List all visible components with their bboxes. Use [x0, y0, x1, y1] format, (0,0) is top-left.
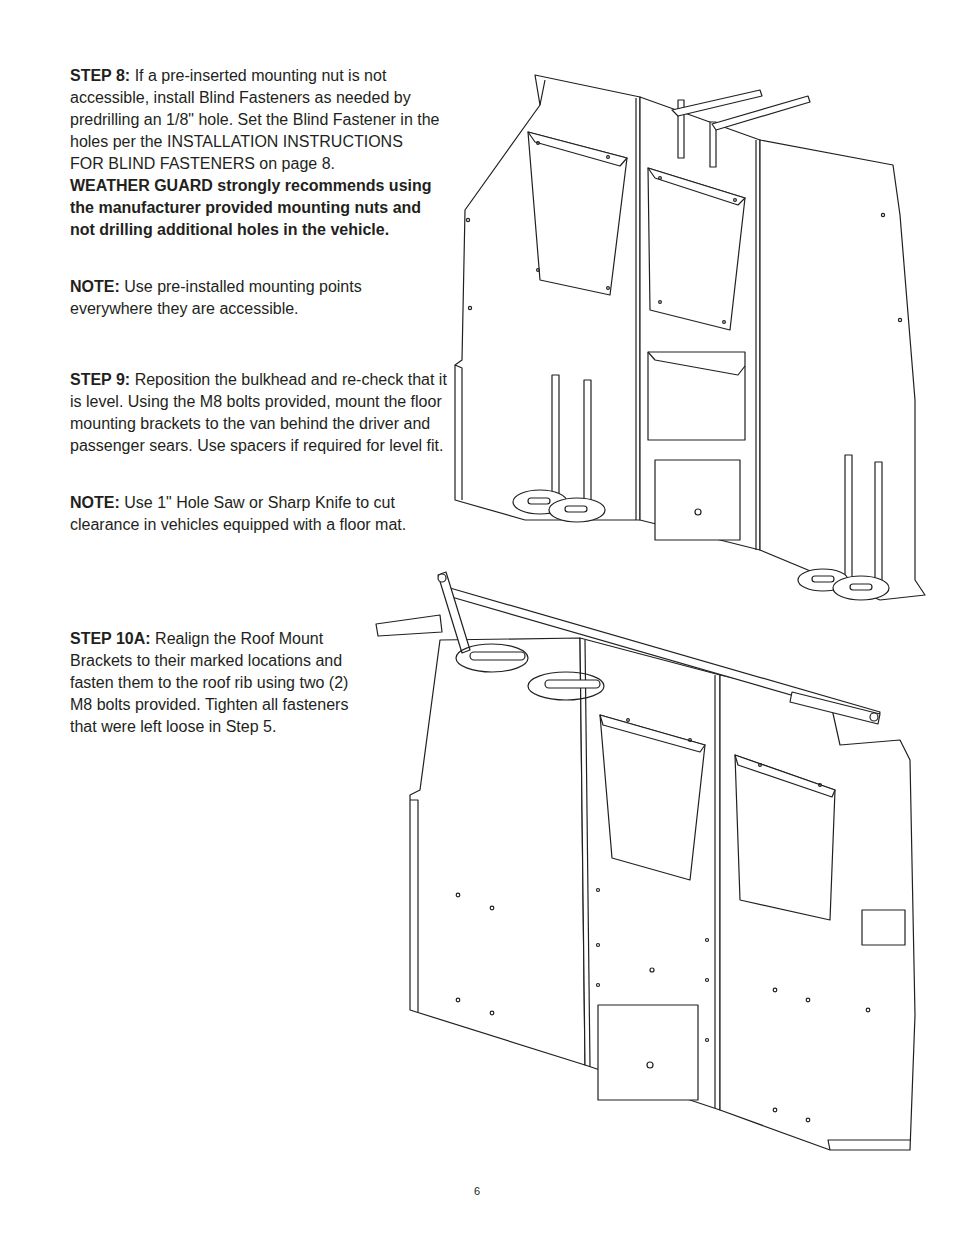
instruction-paragraph: STEP 9: Reposition the bulkhead and re-c… [70, 369, 455, 457]
bulkhead-floor-view [455, 75, 925, 600]
step-heading: STEP 9: [70, 371, 130, 388]
page-number: 6 [474, 1185, 480, 1197]
instruction-paragraph: STEP 10A: Realign the Roof Mount Bracket… [70, 628, 352, 738]
instruction-text: Use 1" Hole Saw or Sharp Knife to cut cl… [70, 494, 406, 533]
step-heading: STEP 8: [70, 67, 130, 84]
step-heading: NOTE: [70, 278, 120, 295]
bulkhead-roof-view [376, 572, 915, 1150]
step-heading: STEP 10A: [70, 630, 151, 647]
step-heading: WEATHER GUARD strongly recommends using … [70, 177, 432, 238]
instruction-paragraph: NOTE: Use pre-installed mounting points … [70, 276, 442, 320]
page-footer: 6 [474, 1185, 480, 1197]
instruction-paragraph: NOTE: Use 1" Hole Saw or Sharp Knife to … [70, 492, 442, 536]
instruction-paragraph: STEP 8: If a pre-inserted mounting nut i… [70, 65, 440, 241]
step-heading: NOTE: [70, 494, 120, 511]
